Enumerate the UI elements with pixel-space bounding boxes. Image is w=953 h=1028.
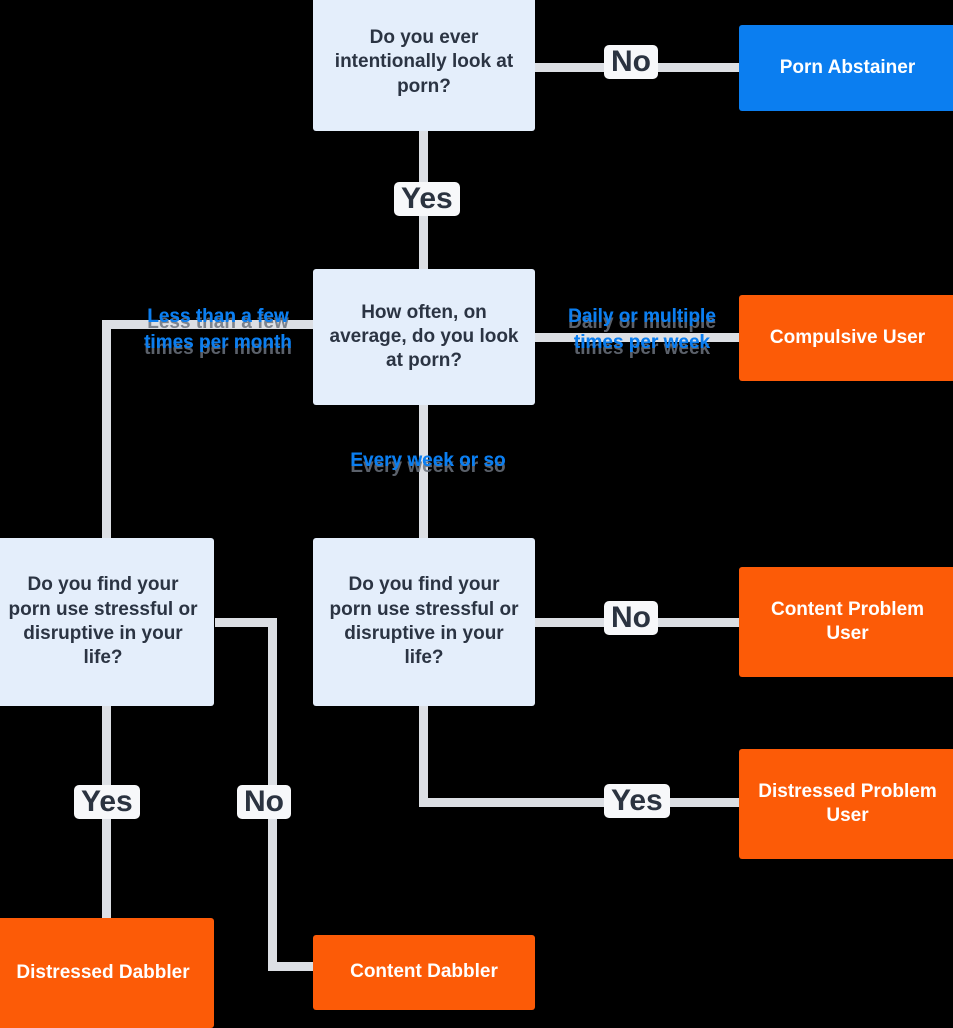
question-stressful-left[interactable]: Do you find your porn use stressful or d… [0, 538, 214, 706]
edge-label-no-left: No [237, 785, 291, 819]
connector-howoften-to-left-h [106, 320, 314, 329]
edge-label-frequency-high-text: Daily or multiple times per week Daily o… [568, 306, 716, 359]
question-how-often[interactable]: How often, on average, do you look at po… [313, 269, 535, 405]
connector-howoften-to-left-v [102, 320, 111, 538]
edge-label-frequency-mid-text: Every week or so Every week or so [350, 450, 506, 477]
edge-label-frequency-low-text: Less than a few times per month Less tha… [144, 306, 292, 359]
edge-label-yes-top: Yes [394, 182, 460, 216]
result-content-dabbler[interactable]: Content Dabbler [313, 935, 535, 1010]
connector-mid-yes-v [419, 706, 428, 804]
edge-label-frequency-high: Daily or multiple times per week Daily o… [552, 306, 732, 363]
connector-howoften-to-compulsive [534, 333, 740, 342]
connector-left-no-h1 [215, 618, 277, 627]
result-compulsive-user[interactable]: Compulsive User [739, 295, 953, 381]
result-distressed-problem-user[interactable]: Distressed Problem User [739, 749, 953, 859]
connector-left-no-h2 [268, 962, 323, 971]
connector-mid-yes-h [419, 798, 740, 807]
result-distressed-dabbler[interactable]: Distressed Dabbler [0, 918, 214, 1028]
connector-howoften-to-mid [419, 404, 428, 538]
edge-label-yes-left: Yes [74, 785, 140, 819]
result-porn-abstainer[interactable]: Porn Abstainer [739, 25, 953, 111]
edge-label-no-middle: No [604, 601, 658, 635]
question-stressful-middle[interactable]: Do you find your porn use stressful or d… [313, 538, 535, 706]
edge-label-frequency-mid: Every week or so Every week or so [329, 450, 527, 482]
result-content-problem-user[interactable]: Content Problem User [739, 567, 953, 677]
edge-label-frequency-low: Less than a few times per month Less tha… [128, 306, 308, 363]
edge-label-no-top: No [604, 45, 658, 79]
edge-label-yes-middle: Yes [604, 784, 670, 818]
question-do-you-ever-look[interactable]: Do you ever intentionally look at porn? [313, 0, 535, 131]
